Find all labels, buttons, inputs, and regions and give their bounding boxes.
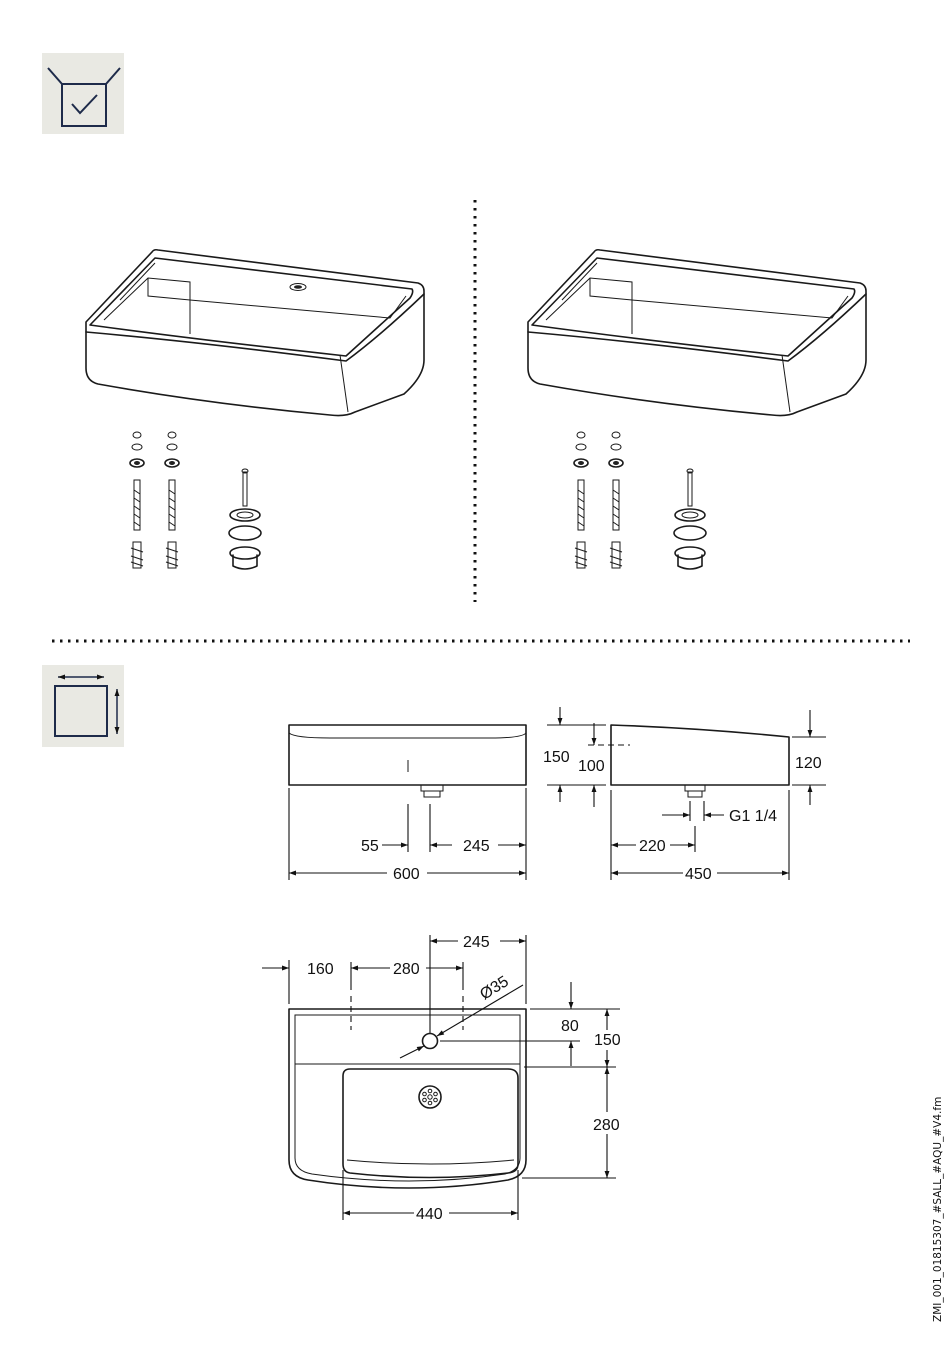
- dim-side-margin: 160: [307, 961, 334, 978]
- fixing-kit-left: [130, 432, 261, 569]
- top-view: 245 160 280 Ø35 80 150 280 440: [262, 934, 621, 1223]
- dim-outlet-offset: 55: [361, 838, 379, 855]
- package-check-icon: [42, 53, 124, 134]
- dim-tap-to-edge: 245: [463, 934, 490, 951]
- dim-inner-height: 100: [578, 758, 605, 775]
- dim-bowl-depth: 280: [593, 1117, 620, 1134]
- waste-set-2: [674, 469, 706, 569]
- document-code: ZMI_001_01815307_#SALL_#AQU_#V4.fm: [932, 1097, 944, 1322]
- dim-outlet-to-edge: 245: [463, 838, 490, 855]
- dim-depth: 450: [685, 866, 712, 883]
- dim-bowl-width: 440: [416, 1206, 443, 1223]
- front-view: 55 245 600: [289, 725, 526, 883]
- dim-front-height: 120: [795, 755, 822, 772]
- bolt-set-4: [609, 432, 623, 568]
- bolt-set-2: [165, 432, 179, 568]
- bolt-set-3: [574, 432, 588, 568]
- fixing-kit-right: [574, 432, 706, 569]
- dimensions-icon: [42, 665, 124, 747]
- dim-holes-spacing: 280: [393, 961, 420, 978]
- dim-tap-diameter: Ø35: [477, 973, 512, 1003]
- thread-size: G1 1/4: [729, 808, 777, 825]
- dim-outlet-depth: 220: [639, 838, 666, 855]
- basin-with-taphole: [86, 250, 424, 416]
- dim-width: 600: [393, 866, 420, 883]
- side-view: 150 100 120 G1 1/4 220 450: [543, 707, 826, 883]
- bolt-set-1: [130, 432, 144, 568]
- dim-bowl-from-back: 150: [594, 1032, 621, 1049]
- basin-without-taphole: [528, 250, 866, 416]
- waste-set: [229, 469, 261, 569]
- dim-tap-from-back: 80: [561, 1018, 579, 1035]
- dim-total-height: 150: [543, 749, 570, 766]
